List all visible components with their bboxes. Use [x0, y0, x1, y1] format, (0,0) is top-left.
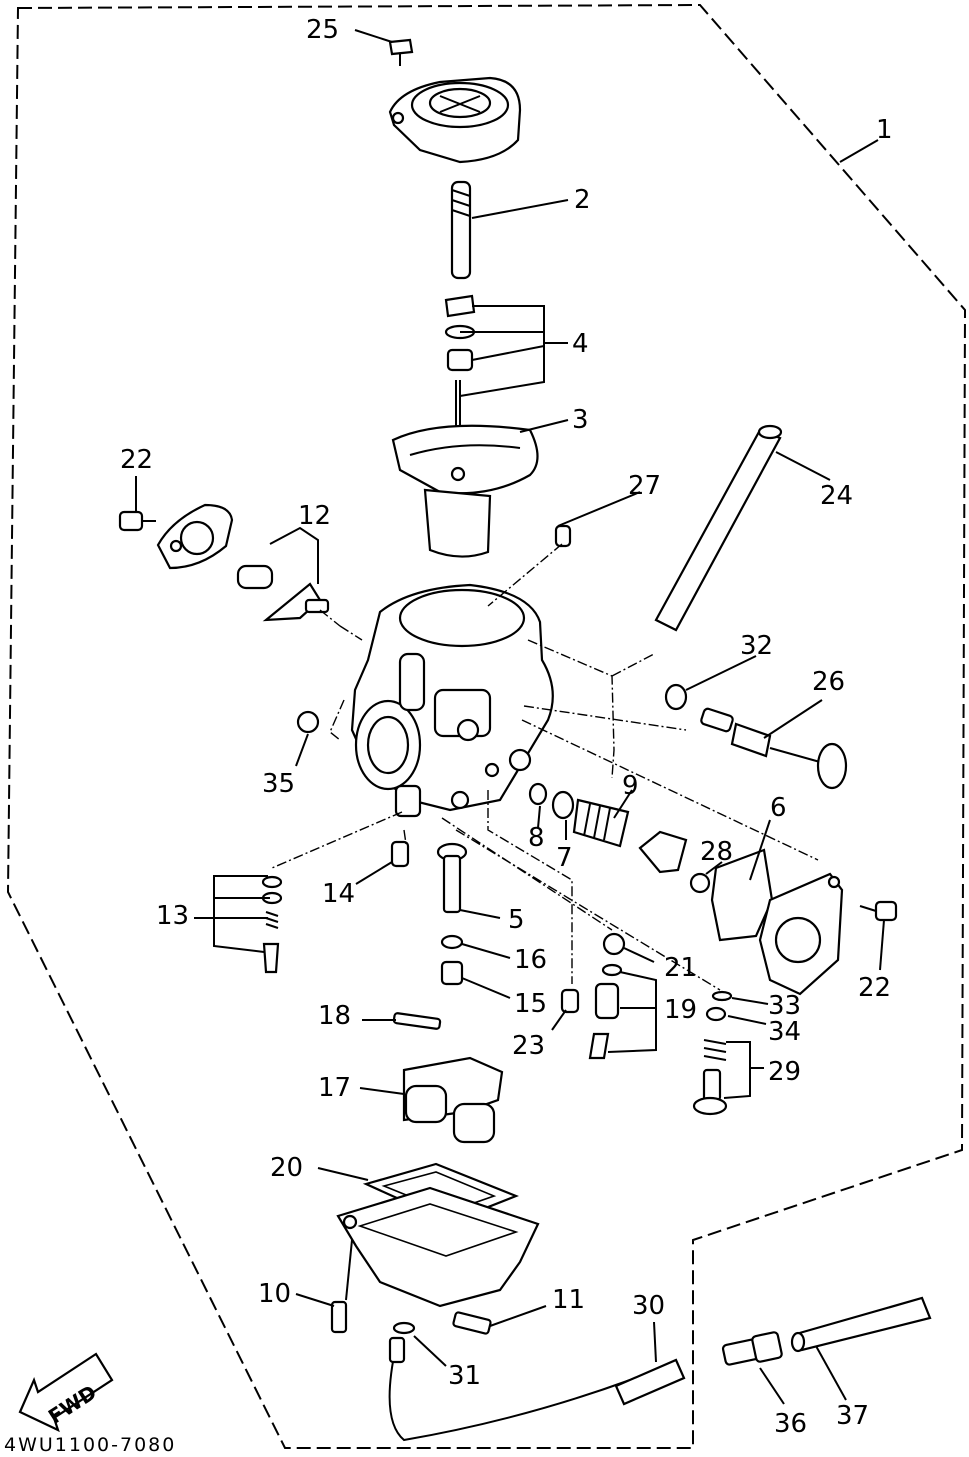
part-30-fitting: [614, 1358, 686, 1406]
part-7-seal: [551, 790, 575, 820]
callout-16: 16: [514, 945, 547, 975]
part-37-hose: [790, 1296, 932, 1353]
part-31-clip: [392, 1321, 416, 1335]
callout-labels: 25 1 2 4 3 27 24 22 12 32 26 35 9 6 8 7 …: [120, 15, 893, 1439]
callout-36: 36: [774, 1409, 807, 1439]
callout-3: 3: [572, 405, 589, 435]
callout-7: 7: [556, 843, 573, 873]
part-float-bowl: [336, 1186, 540, 1308]
part-32-o-ring: [664, 683, 688, 711]
part-4-needle-set: [444, 294, 476, 470]
callout-21: 21: [664, 953, 697, 983]
part-9-spring: [572, 798, 630, 848]
part-21-cap: [602, 932, 626, 956]
callout-12: 12: [298, 501, 331, 531]
callout-28: 28: [700, 837, 733, 867]
callout-4: 4: [572, 329, 589, 359]
part-13-screw-set: [261, 875, 283, 974]
part-12-throttle-shaft: [236, 564, 330, 622]
diagram-reference-code: 4WU1100-7080: [4, 1434, 177, 1456]
part-cover-right: [758, 872, 844, 996]
assembly-path-lines: [271, 543, 819, 991]
part-16-washer: [440, 934, 464, 950]
callout-14: 14: [322, 879, 355, 909]
part-26-pilot-screw: [700, 707, 848, 790]
callout-33: 33: [768, 991, 801, 1021]
callout-1: 1: [876, 115, 893, 145]
part-24-hose: [654, 424, 783, 632]
part-19-float-valve: [588, 963, 623, 1060]
leader-lines: [135, 29, 885, 1405]
callout-34: 34: [768, 1017, 801, 1047]
part-22-screw-left: [118, 510, 156, 532]
part-drain-hose: [388, 1336, 631, 1442]
callout-18: 18: [318, 1001, 351, 1031]
part-27-fitting: [554, 524, 572, 548]
callout-25: 25: [306, 15, 339, 45]
callout-11: 11: [552, 1285, 585, 1315]
callout-2: 2: [574, 185, 591, 215]
part-17-float: [402, 1056, 504, 1144]
part-6-gasket: [710, 848, 774, 942]
part-3-diaphragm-piston: [391, 424, 539, 558]
callout-19: 19: [664, 995, 697, 1025]
part-29-adjust-screw: [692, 1039, 728, 1116]
part-throttle-cap: [156, 503, 234, 570]
callout-29: 29: [768, 1057, 801, 1087]
callout-31: 31: [448, 1361, 481, 1391]
callout-10: 10: [258, 1279, 291, 1309]
part-carburetor-body: [350, 583, 554, 818]
part-28-plate: [638, 830, 711, 894]
part-25-screw: [388, 38, 414, 66]
callout-35: 35: [262, 769, 295, 799]
callout-20: 20: [270, 1153, 303, 1183]
callout-17: 17: [318, 1073, 351, 1103]
callout-15: 15: [514, 989, 547, 1019]
callout-5: 5: [508, 905, 525, 935]
part-36-joint: [721, 1331, 783, 1366]
callout-24: 24: [820, 481, 853, 511]
callout-6: 6: [770, 793, 787, 823]
part-18-float-pin: [392, 1012, 442, 1030]
callout-22-right: 22: [858, 973, 891, 1003]
callout-13: 13: [156, 901, 189, 931]
callout-22-left: 22: [120, 445, 153, 475]
part-11-screw: [452, 1311, 492, 1335]
callout-30: 30: [632, 1291, 665, 1321]
callout-23: 23: [512, 1031, 545, 1061]
part-22-screw-right: [859, 900, 898, 922]
callout-26: 26: [812, 667, 845, 697]
part-33-o-ring: [711, 990, 733, 1002]
callout-37: 37: [836, 1401, 869, 1431]
part-14-jet: [390, 840, 410, 868]
callout-27: 27: [628, 471, 661, 501]
part-top-cover: [388, 76, 522, 164]
fwd-arrow-icon: [18, 1352, 114, 1433]
assembly-boundary: [6, 3, 967, 1449]
part-35-nut: [296, 710, 320, 734]
part-34-washer: [705, 1006, 727, 1022]
part-8-washer: [528, 782, 548, 806]
callout-8: 8: [528, 823, 545, 853]
part-2-spring: [450, 180, 472, 280]
part-5-needle-jet: [436, 842, 468, 914]
part-15-main-jet: [440, 960, 464, 986]
part-23-jet: [560, 988, 580, 1014]
part-10-screw: [330, 1300, 348, 1334]
callout-32: 32: [740, 631, 773, 661]
callout-9: 9: [622, 771, 639, 801]
